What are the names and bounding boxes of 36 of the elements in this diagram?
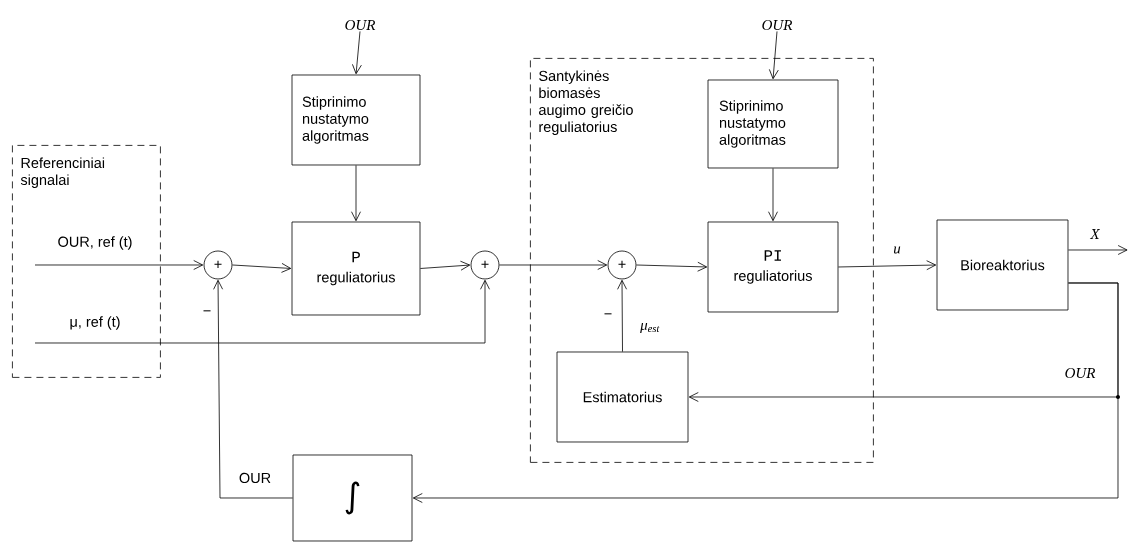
block-box: Estimatorius xyxy=(556,351,689,443)
arrow xyxy=(499,260,608,270)
edge-label: X xyxy=(1089,228,1101,240)
arrow xyxy=(1068,245,1128,255)
edge-label: OUR xyxy=(1063,366,1097,380)
arrow xyxy=(617,279,627,352)
integrator-box: ∫ xyxy=(292,454,413,542)
arrow xyxy=(420,260,471,271)
arrow xyxy=(351,165,361,222)
minus-sign: − xyxy=(203,310,211,312)
edge-label: OUR xyxy=(237,471,273,485)
edge-label: OUR, ref (t) xyxy=(56,235,134,251)
controller-box: P reguliatorius xyxy=(291,221,421,316)
summing-junction: + xyxy=(470,250,500,280)
block-box: Bioreaktorius xyxy=(936,219,1069,311)
signal-label: OUR xyxy=(762,19,793,31)
arrow xyxy=(412,282,1119,503)
edge-label: μ, ref (t) xyxy=(68,315,122,331)
signal-label: OUR xyxy=(345,19,376,31)
minus-sign: − xyxy=(604,313,612,315)
arrow xyxy=(636,261,708,272)
arrow xyxy=(34,279,490,344)
edge-label: u xyxy=(892,245,902,255)
block-box: Stiprinimo nustatymo algoritmas xyxy=(707,79,839,169)
arrow xyxy=(352,31,362,75)
arrow xyxy=(838,260,937,271)
summing-junction: + xyxy=(203,250,233,280)
summing-junction: + xyxy=(607,250,637,280)
arrow xyxy=(213,279,293,499)
controller-box: PI reguliatorius xyxy=(707,221,839,313)
arrow xyxy=(34,260,204,270)
arrow xyxy=(768,168,778,222)
edge-label: μ$_{est}$ xyxy=(639,321,661,335)
arrow xyxy=(768,31,779,80)
arrow xyxy=(232,263,292,273)
block-box: Stiprinimo nustatymo algoritmas xyxy=(291,74,421,166)
